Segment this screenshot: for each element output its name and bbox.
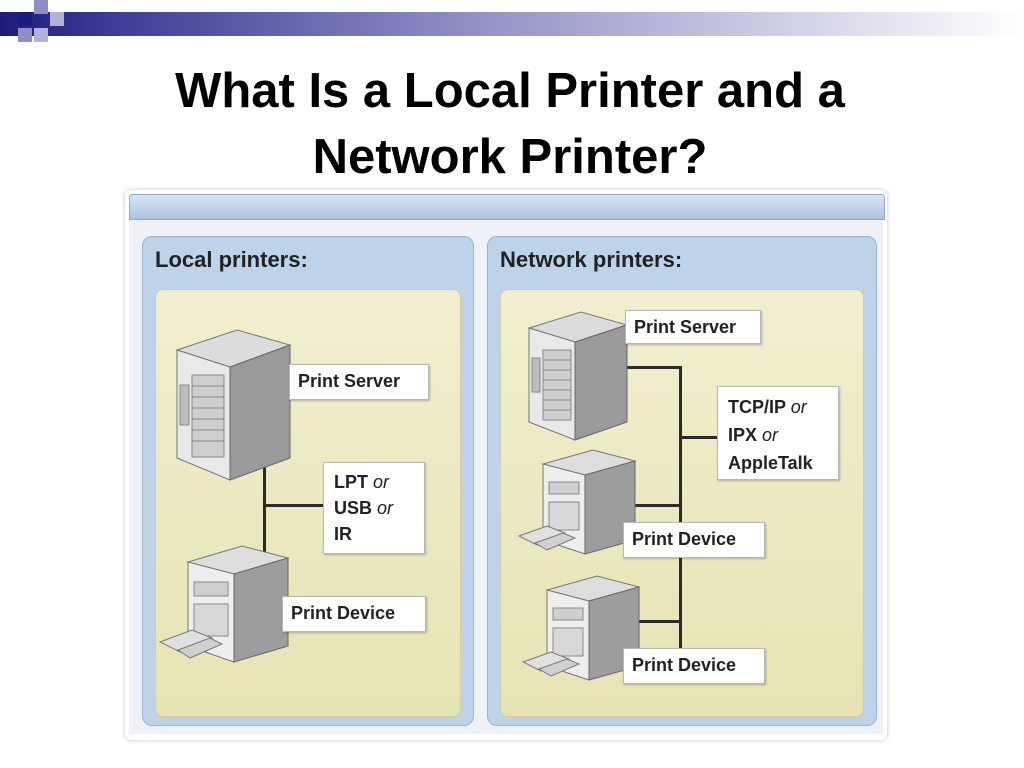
printer-diagram: Local printers: Print Server [125, 190, 887, 740]
local-printers-area: Print Server LPT or USB or IR Print Devi… [155, 289, 461, 717]
network-bus-line [679, 366, 682, 666]
network-printers-panel: Network printers: Print S [487, 236, 877, 726]
local-print-server-label: Print Server [289, 364, 429, 400]
network-print-device-2-label: Print Device [623, 648, 765, 684]
connection-lpt-row: LPT or [334, 469, 414, 495]
connection-usb-row: USB or [334, 495, 414, 521]
protocol-ipx: IPX [728, 425, 758, 445]
protocol-tcpip: TCP/IP [728, 397, 786, 417]
decorative-title-bar [0, 12, 1024, 36]
local-connection-label: LPT or USB or IR [323, 462, 425, 554]
or-text: or [377, 498, 394, 518]
connector-line [617, 620, 681, 623]
connector-line [617, 504, 681, 507]
decorative-square [34, 28, 48, 42]
network-print-device-1-label: Print Device [623, 522, 765, 558]
network-print-server-label: Print Server [625, 310, 761, 344]
or-text: or [373, 472, 390, 492]
network-protocol-label: TCP/IP or IPX or AppleTalk [717, 386, 839, 480]
protocol-tcpip-row: TCP/IP or [728, 393, 828, 421]
protocol-ipx-row: IPX or [728, 421, 828, 449]
connector-line [263, 410, 266, 590]
printer-icon [517, 449, 637, 555]
slide-title-line-1: What Is a Local Printer and a [175, 64, 845, 118]
decorative-square [18, 12, 32, 26]
local-printers-heading: Local printers: [155, 247, 308, 272]
connection-lpt: LPT [334, 472, 368, 492]
connection-usb: USB [334, 498, 373, 518]
figure-header-bar [129, 194, 885, 220]
network-printers-area: Print Server TCP/IP or IPX or AppleTalk … [500, 289, 864, 717]
or-text: or [762, 425, 779, 445]
printer-icon [158, 545, 290, 663]
slide-title: What Is a Local Printer and a Network Pr… [60, 58, 960, 190]
local-print-device-label: Print Device [282, 596, 426, 632]
connector-line [679, 436, 723, 439]
connector-line [263, 504, 323, 507]
slide-title-line-2: Network Printer? [312, 130, 708, 184]
connection-ir: IR [334, 524, 352, 544]
local-printers-panel: Local printers: Print Server [142, 236, 474, 726]
network-printers-heading: Network printers: [500, 247, 683, 272]
decorative-square [18, 28, 32, 42]
protocol-appletalk: AppleTalk [728, 453, 813, 473]
connector-line [613, 366, 681, 369]
decorative-square [50, 12, 64, 26]
decorative-square [34, 0, 48, 14]
server-icon [527, 311, 629, 441]
server-icon [175, 329, 292, 481]
or-text: or [790, 397, 807, 417]
